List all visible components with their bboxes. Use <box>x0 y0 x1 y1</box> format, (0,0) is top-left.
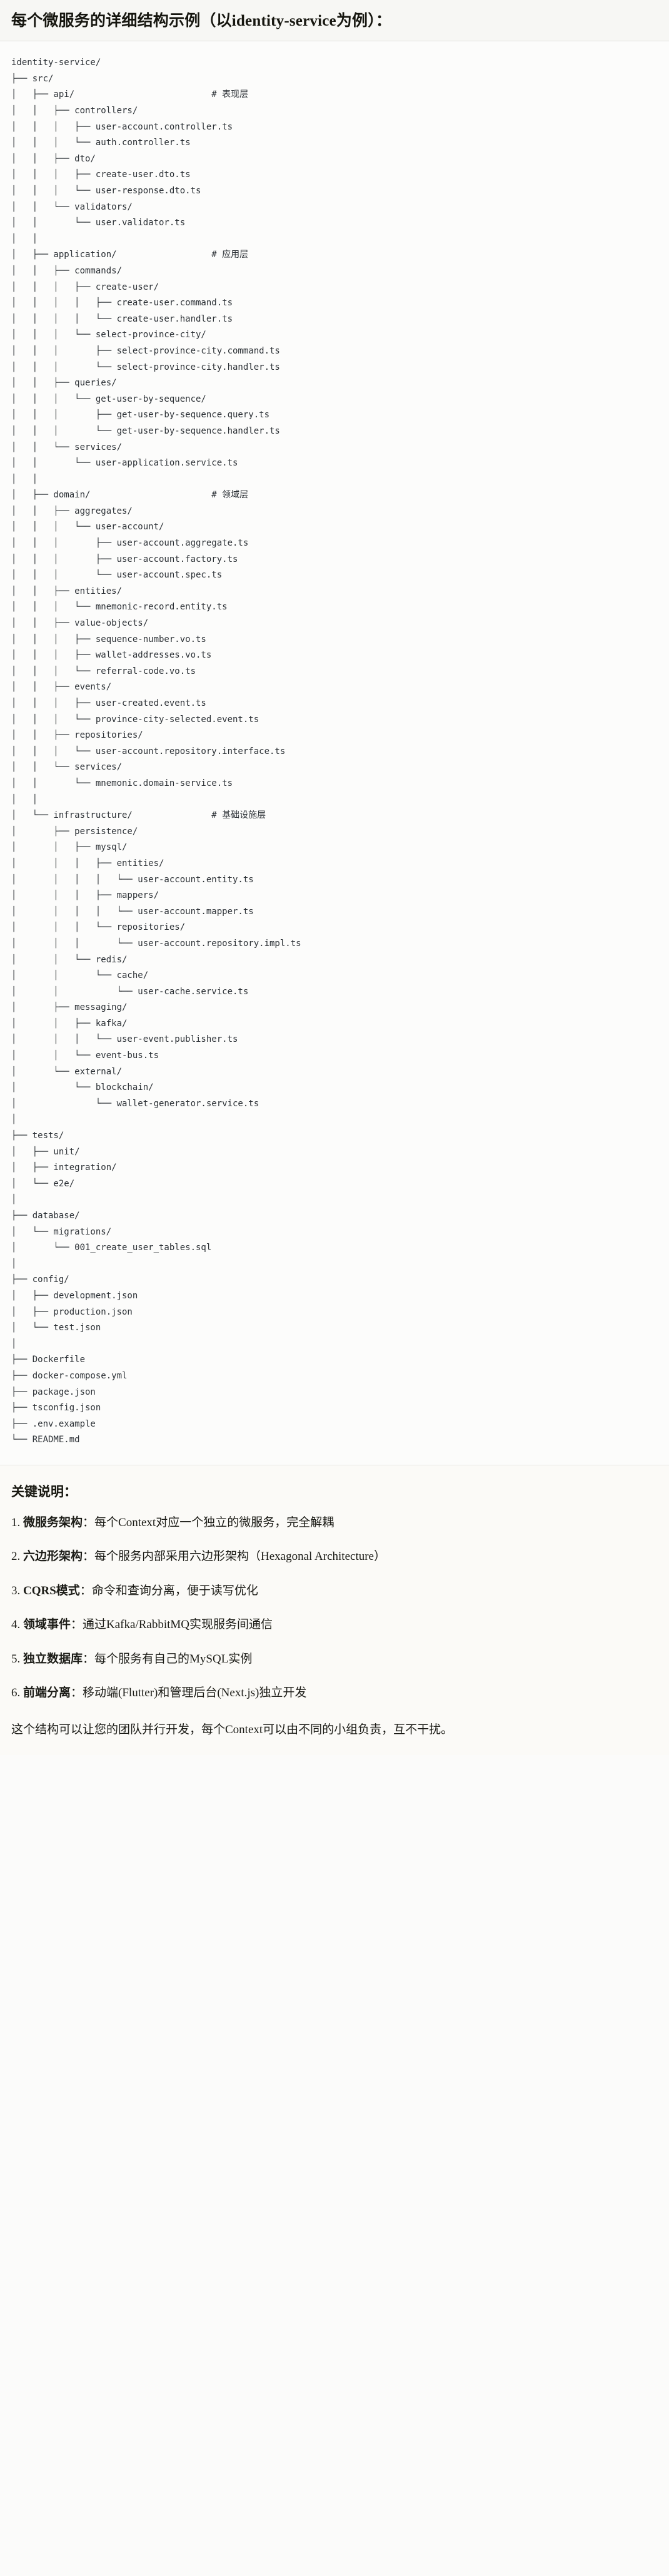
key-point-term: 微服务架构 <box>23 1515 83 1529</box>
key-point-term: 领域事件 <box>23 1618 71 1632</box>
list-item: 领域事件：通过Kafka/RabbitMQ实现服务间通信 <box>11 1616 658 1634</box>
key-point-desc: 移动端(Flutter)和管理后台(Next.js)独立开发 <box>83 1686 307 1700</box>
list-item: 微服务架构：每个Context对应一个独立的微服务，完全解耦 <box>11 1514 658 1532</box>
directory-tree-block: identity-service/ ├── src/ │ ├── api/ # … <box>0 41 669 1465</box>
directory-tree: identity-service/ ├── src/ │ ├── api/ # … <box>11 58 301 1445</box>
key-point-desc: 每个服务有自己的MySQL实例 <box>94 1652 253 1666</box>
key-point-desc: 通过Kafka/RabbitMQ实现服务间通信 <box>83 1618 273 1632</box>
list-item: 六边形架构：每个服务内部采用六边形架构（Hexagonal Architectu… <box>11 1548 658 1566</box>
key-point-desc: 每个服务内部采用六边形架构（Hexagonal Architecture） <box>94 1550 386 1564</box>
list-item: CQRS模式：命令和查询分离，便于读写优化 <box>11 1582 658 1601</box>
key-point-term: 六边形架构 <box>23 1550 83 1564</box>
key-point-separator: ： <box>79 1584 92 1597</box>
document-header: 每个微服务的详细结构示例（以identity-service为例）： <box>0 0 669 42</box>
document-root: 每个微服务的详细结构示例（以identity-service为例）： ident… <box>0 0 669 1755</box>
key-point-desc: 每个Context对应一个独立的微服务，完全解耦 <box>94 1515 334 1529</box>
key-point-separator: ： <box>83 1515 95 1529</box>
key-points-section: 关键说明： 微服务架构：每个Context对应一个独立的微服务，完全解耦 六边形… <box>0 1465 669 1756</box>
list-item: 前端分离：移动端(Flutter)和管理后台(Next.js)独立开发 <box>11 1684 658 1703</box>
key-point-separator: ： <box>71 1686 83 1700</box>
key-point-term: 前端分离 <box>23 1686 71 1700</box>
list-item: 独立数据库：每个服务有自己的MySQL实例 <box>11 1651 658 1669</box>
key-point-separator: ： <box>83 1652 95 1666</box>
key-points-title: 关键说明： <box>11 1484 77 1499</box>
key-point-separator: ： <box>71 1618 83 1632</box>
key-points-list: 微服务架构：每个Context对应一个独立的微服务，完全解耦 六边形架构：每个服… <box>11 1514 658 1703</box>
key-point-desc: 命令和查询分离，便于读写优化 <box>91 1584 258 1597</box>
closing-paragraph: 这个结构可以让您的团队并行开发，每个Context可以由不同的小组负责，互不干扰… <box>11 1723 453 1736</box>
key-point-separator: ： <box>83 1550 95 1564</box>
key-point-term: CQRS模式 <box>23 1584 80 1597</box>
key-point-term: 独立数据库 <box>23 1652 83 1666</box>
page-title: 每个微服务的详细结构示例（以identity-service为例）： <box>11 13 392 29</box>
